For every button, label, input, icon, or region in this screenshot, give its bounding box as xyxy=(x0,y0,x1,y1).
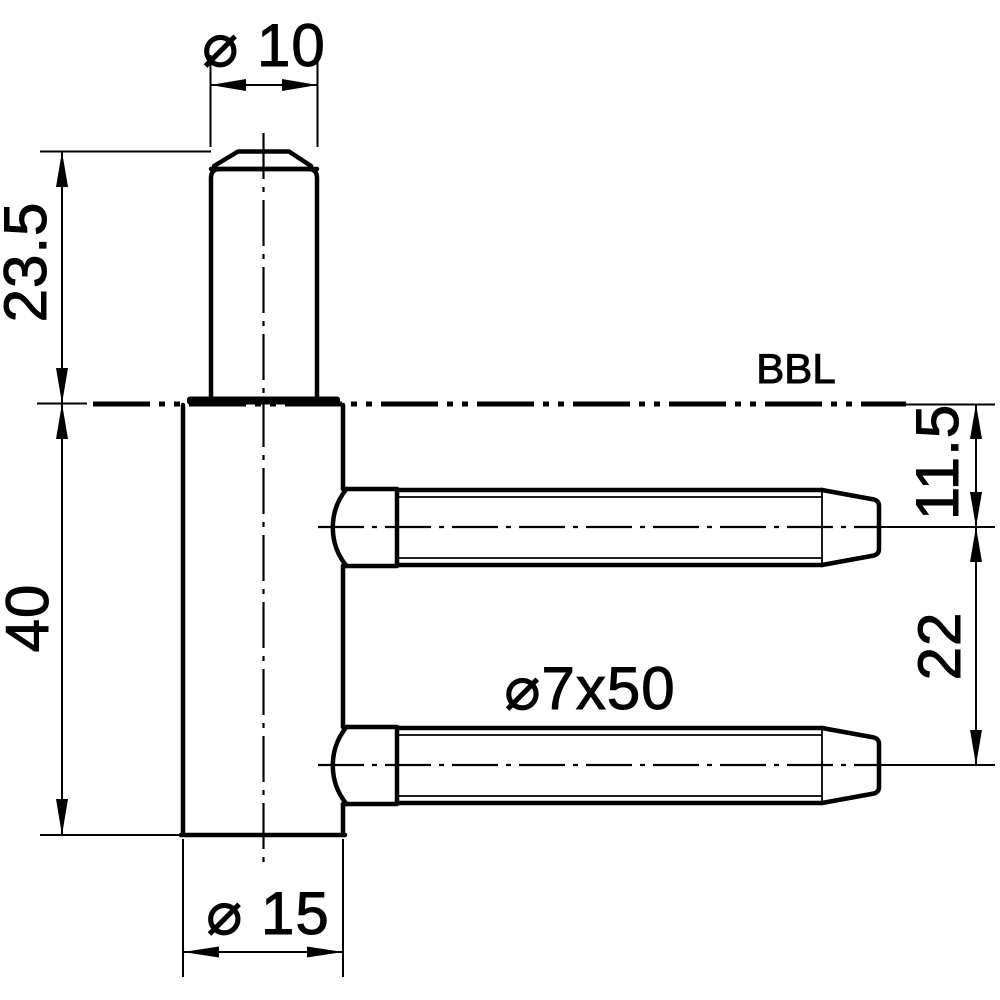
centerlines xyxy=(262,133,995,863)
dim-pin-diameter-extension-lines xyxy=(209,55,319,147)
mounting-flange xyxy=(187,396,340,405)
dim-body-diameter-arrow-left xyxy=(183,946,219,958)
pin-chamfer xyxy=(211,149,314,169)
dim-screw-offset-text: 11.5 xyxy=(904,404,971,520)
dim-screw-offset: 11.5 xyxy=(904,403,982,527)
dim-pin-height-arrow-top xyxy=(56,151,68,187)
dim-screw-spacing-arrow-bottom xyxy=(970,730,982,765)
dim-pin-diameter-arrow-left xyxy=(210,79,246,91)
dim-pin-height-arrow-bottom xyxy=(56,368,68,404)
dim-screw-offset-arrow-top xyxy=(970,404,982,439)
dim-screw-spacing-arrow-top xyxy=(970,527,982,562)
screw-top-shank xyxy=(394,487,825,568)
screw-bottom-tip xyxy=(819,725,882,806)
dim-pin-diameter-arrow-right xyxy=(282,79,318,91)
dim-pin-height: 23.5 xyxy=(0,150,211,404)
dim-pin-diameter-text: ⌀ 10 xyxy=(202,12,326,79)
screw-top-head-arc xyxy=(330,486,349,569)
screw-bottom-head xyxy=(340,724,400,807)
bbl-reference-line: BBL xyxy=(37,345,995,407)
screw-bottom-head-arc xyxy=(330,724,349,807)
dim-screw-offset-arrow-bottom xyxy=(970,492,982,527)
dim-body-height-arrow-bottom xyxy=(56,799,68,835)
part-outline xyxy=(178,149,348,838)
screw-bottom-shank xyxy=(394,725,825,806)
dim-pin-height-text: 23.5 xyxy=(0,202,59,323)
screw-size-label: ⌀7x50 xyxy=(504,655,675,722)
dim-screw-spacing: 22 xyxy=(906,527,982,765)
screw-top-head xyxy=(340,486,400,569)
screw-top xyxy=(330,486,882,569)
dim-body-height-arrow-top xyxy=(56,403,68,439)
dim-screw-spacing-text: 22 xyxy=(906,612,973,681)
dim-body-height: 40 xyxy=(0,403,181,836)
screw-top-tip xyxy=(819,487,882,568)
dim-pin-diameter: ⌀ 10 xyxy=(202,12,326,147)
screw-top-thread-lines xyxy=(399,496,822,559)
screw-bottom-thread-lines xyxy=(399,734,822,797)
screw-bottom xyxy=(330,724,882,807)
bbl-label: BBL xyxy=(756,345,835,392)
dim-body-diameter-arrow-right xyxy=(307,946,343,958)
dim-body-diameter: ⌀ 15 xyxy=(182,839,344,977)
dim-body-diameter-extension-lines xyxy=(182,839,344,977)
dim-body-diameter-text: ⌀ 15 xyxy=(206,880,330,947)
dim-body-height-text: 40 xyxy=(0,584,61,653)
